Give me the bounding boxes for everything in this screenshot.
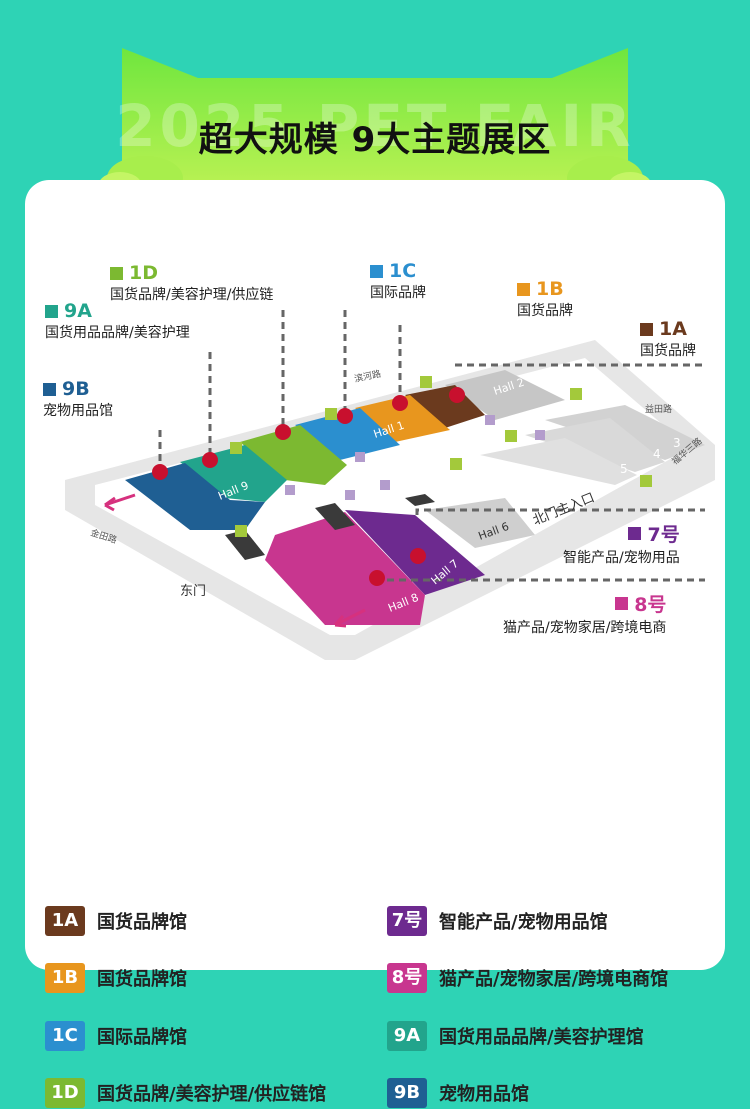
- hall-1b-shape: [355, 395, 450, 442]
- page-title: 超大规模 9大主题展区: [198, 120, 552, 160]
- hall-5-shape: [480, 438, 637, 485]
- facility-icons: [230, 376, 652, 537]
- callout-7: 7号 智能产品/宠物用品: [563, 524, 680, 566]
- content-card: Hall 2 Hall 1 Hall 9 Hall 6 Hall 7 Hall …: [25, 180, 725, 1108]
- hall-1c-shape: [295, 408, 400, 460]
- hall-2-shape: [445, 370, 565, 420]
- callout-1a: 1A 国货品牌: [640, 318, 696, 359]
- walkway: [225, 530, 265, 560]
- map-label-n4: 4: [653, 447, 661, 461]
- map-pins: [152, 387, 465, 586]
- road-inner: [95, 358, 690, 635]
- hall-4-shape: [525, 418, 665, 472]
- walkway: [315, 503, 355, 530]
- callout-8: 8号 猫产品/宠物家居/跨境电商: [503, 594, 667, 636]
- venue-map: Hall 2 Hall 1 Hall 9 Hall 6 Hall 7 Hall …: [65, 310, 715, 660]
- map-label-n3: 3: [673, 436, 681, 450]
- facility-icons-2: [285, 415, 545, 500]
- callout-9a: 9A 国货用品品牌/美容护理: [45, 300, 190, 341]
- callout-9b: 9B 宠物用品馆: [43, 378, 113, 419]
- hall-1a-shape: [405, 385, 485, 428]
- callout-1c: 1C 国际品牌: [370, 260, 426, 301]
- legend-item-8: 8号猫产品/宠物家居/跨境电商馆: [387, 962, 668, 994]
- hall-8-shape: [265, 512, 425, 625]
- callout-1d: 1D 国货品牌/美容护理/供应链: [110, 262, 274, 303]
- header-watermark: 2025 PET FAIR: [115, 92, 635, 160]
- road-label-binhe: 滨河路: [353, 368, 382, 385]
- callout-1b: 1B 国货品牌: [517, 278, 573, 319]
- road-label-yitian: 益田路: [645, 403, 672, 415]
- arrow-west: [104, 493, 136, 507]
- map-label-east-gate: 东门: [180, 584, 206, 599]
- legend-item-7: 7号智能产品/宠物用品馆: [387, 905, 608, 937]
- arrow-south: [334, 608, 366, 627]
- hall-1d-shape: [240, 425, 347, 485]
- leader-lines: [158, 310, 705, 582]
- map-label-n5: 5: [620, 462, 628, 476]
- walkway: [405, 494, 435, 506]
